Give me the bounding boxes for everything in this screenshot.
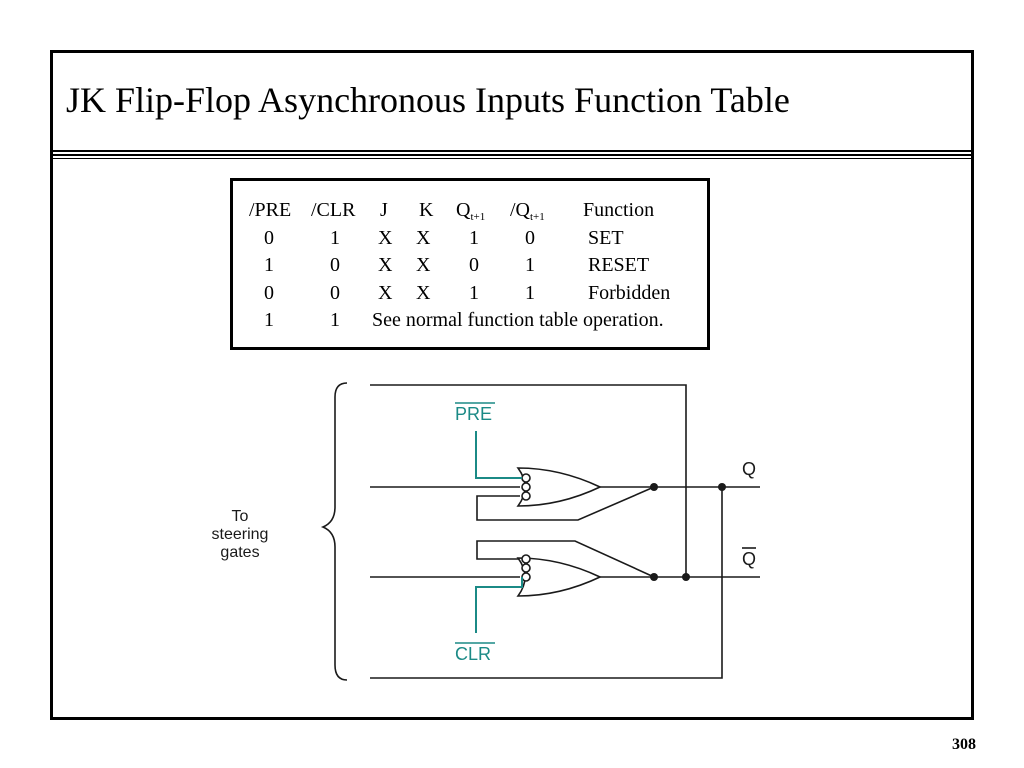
row-1-k: X bbox=[416, 254, 431, 276]
junction-dot-q-feedback bbox=[718, 483, 726, 491]
header-j: J bbox=[380, 199, 388, 221]
bubble-top-2 bbox=[521, 482, 531, 492]
flip-flop-latch-diagram: PRE CLR Q Q To steering gates bbox=[212, 382, 760, 681]
feedback-wire-top bbox=[370, 384, 687, 577]
row-1-clr: 0 bbox=[330, 254, 340, 276]
feedback-wire-bottom bbox=[370, 487, 723, 679]
row-2-j: X bbox=[378, 282, 393, 304]
qbar-output-label: Q bbox=[742, 549, 756, 569]
bubble-bottom-3 bbox=[521, 572, 531, 582]
steering-brace bbox=[320, 382, 348, 681]
function-table: /PRE /CLR J K Qt+1 /Qt+1 Function 0 1 X … bbox=[230, 178, 710, 350]
clr-input-wire bbox=[475, 577, 523, 633]
bubble-bottom-2 bbox=[521, 563, 531, 573]
title-rule-bottom bbox=[52, 158, 972, 159]
row-0-qbar: 0 bbox=[525, 227, 535, 249]
header-clr: /CLR bbox=[311, 199, 356, 221]
bubble-top-3 bbox=[521, 491, 531, 501]
row-2-clr: 0 bbox=[330, 282, 340, 304]
slide-frame bbox=[50, 50, 974, 720]
header-qbar-next: /Qt+1 bbox=[510, 199, 545, 223]
pre-input-wire bbox=[475, 431, 522, 479]
header-k: K bbox=[419, 199, 434, 221]
row-0-function: SET bbox=[588, 227, 624, 249]
row-1-j: X bbox=[378, 254, 393, 276]
header-pre: /PRE bbox=[249, 199, 292, 221]
bubble-bottom-1 bbox=[521, 554, 531, 564]
junction-dot-qbar-feedback bbox=[682, 573, 690, 581]
row-2-function: Forbidden bbox=[588, 282, 671, 304]
row-0-j: X bbox=[378, 227, 393, 249]
row-0-clr: 1 bbox=[330, 227, 340, 249]
q-output-label: Q bbox=[742, 459, 756, 479]
row-2-k: X bbox=[416, 282, 431, 304]
row-1-pre: 1 bbox=[264, 254, 274, 276]
junction-dot-qbar-cross bbox=[650, 573, 658, 581]
junction-dot-q-cross bbox=[650, 483, 658, 491]
steering-label-line-3: gates bbox=[220, 544, 259, 561]
header-q-next: Qt+1 bbox=[456, 199, 486, 223]
row-3-note: See normal function table operation. bbox=[372, 309, 664, 331]
steering-label-line-2: steering bbox=[212, 526, 269, 543]
clr-label: CLR bbox=[455, 644, 491, 664]
steering-label-line-1: To bbox=[232, 508, 249, 525]
page-number: 308 bbox=[952, 736, 976, 753]
title-rule-top bbox=[52, 150, 972, 152]
bubble-top-1 bbox=[521, 473, 531, 483]
row-0-k: X bbox=[416, 227, 431, 249]
row-0-q: 1 bbox=[469, 227, 479, 249]
cross-wire-upper bbox=[476, 486, 655, 521]
slide-title: JK Flip-Flop Asynchronous Inputs Functio… bbox=[66, 80, 790, 120]
row-2-pre: 0 bbox=[264, 282, 274, 304]
diagram-wiring bbox=[320, 382, 760, 681]
title-rule-middle bbox=[52, 154, 972, 156]
cross-wire-lower bbox=[476, 540, 655, 578]
pre-label: PRE bbox=[455, 404, 492, 424]
row-3-clr: 1 bbox=[330, 309, 340, 331]
row-0-pre: 0 bbox=[264, 227, 274, 249]
header-function: Function bbox=[583, 199, 655, 221]
row-3-pre: 1 bbox=[264, 309, 274, 331]
row-1-q: 0 bbox=[469, 254, 479, 276]
row-2-q: 1 bbox=[469, 282, 479, 304]
row-1-function: RESET bbox=[588, 254, 650, 276]
row-2-qbar: 1 bbox=[525, 282, 535, 304]
row-1-qbar: 1 bbox=[525, 254, 535, 276]
